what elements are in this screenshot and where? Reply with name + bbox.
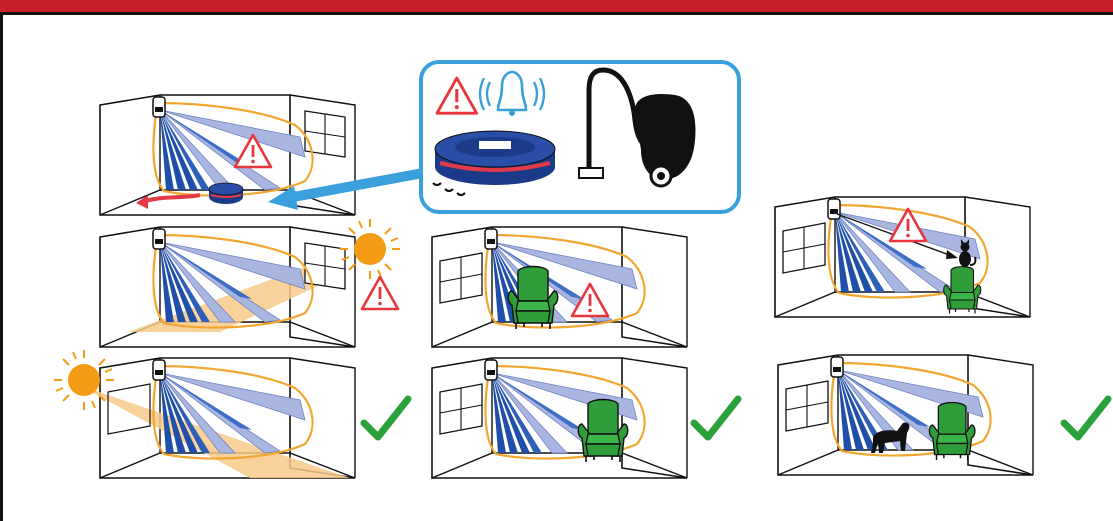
scene-cat-on-chair: [775, 197, 1030, 317]
scene-dog-outside-zone: [778, 355, 1108, 475]
check-icon: [1064, 399, 1108, 437]
scene-sun-outside-zone: [54, 350, 408, 478]
left-border: [0, 15, 3, 521]
scene-chair-in-detection-zone: [432, 227, 687, 347]
header-band: [0, 0, 1113, 12]
sun-icon: [340, 219, 400, 279]
check-icon: [694, 399, 738, 437]
warning-icon: [362, 277, 398, 309]
callout-arrow: [268, 173, 423, 210]
scene-chair-outside-zone: [432, 358, 738, 478]
check-icon: [364, 399, 408, 437]
scene-sun-through-window: [100, 219, 400, 347]
robot-vacuum-icon: [209, 183, 243, 204]
robot-vacuum-callout: [421, 62, 739, 212]
header-rule: [0, 12, 1113, 15]
